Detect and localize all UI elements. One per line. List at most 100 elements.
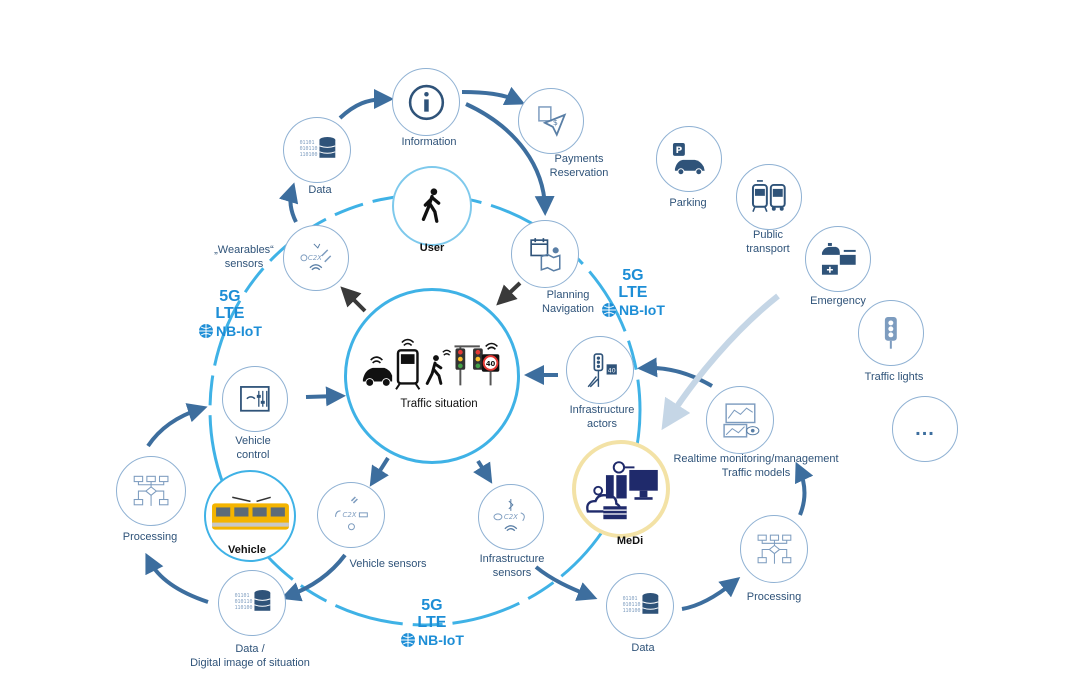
server-cloud-icon [585, 460, 658, 519]
svg-text:010110: 010110 [234, 599, 252, 605]
data-top-label: Data [308, 184, 332, 196]
data-top-node: 01101 010110 110100 [283, 117, 351, 183]
arrow-planning-to-situation [496, 281, 522, 306]
infrastructure-actors-node: 40 [566, 336, 634, 404]
payments-node: $ [518, 88, 584, 154]
realtime-monitoring-node [706, 386, 774, 454]
parking-node: P [656, 126, 722, 192]
user-node [392, 166, 472, 246]
wearables-label: „Wearables“sensors [214, 244, 274, 271]
processing-left-label: Processing [122, 531, 178, 543]
info-icon [408, 84, 444, 120]
globe-icon [401, 632, 415, 647]
5g-label: 5G [421, 597, 443, 614]
database-icon: 01101 010110 110100 [299, 137, 336, 158]
5g-label: 5G [219, 288, 241, 305]
arrow-information-to-planning [465, 102, 555, 216]
arrow-realtime-to-infrastructure-actors [637, 357, 714, 388]
svg-text:C2X: C2X [342, 511, 356, 519]
vehicle-label: Vehicle [228, 544, 266, 556]
globe-icon [199, 323, 213, 338]
arrow-processing-to-vehicle-control [146, 403, 208, 448]
nbiot-label: NB-IoT [198, 323, 262, 339]
arrow-processing-to-realtime [795, 461, 814, 516]
emergency-vehicles-icon [822, 243, 856, 275]
processing-right-label: Processing [746, 591, 802, 603]
svg-text:C2X: C2X [504, 513, 518, 521]
vehicle-sensors-node: C2X [317, 482, 385, 548]
arrow-vehicle-control-to-situation [305, 386, 346, 407]
monitoring-dashboard-icon [722, 402, 759, 438]
svg-text:01101: 01101 [234, 593, 249, 599]
information-label: Information [401, 136, 457, 148]
medi-node [572, 440, 670, 538]
wearables-node: C2X [283, 225, 349, 291]
network-badge-left: 5G LTE NB-IoT [198, 288, 262, 344]
traffic-signal-icon: 40 [587, 352, 617, 387]
medi-label: MeDi [616, 535, 644, 547]
data-bottom-left-label: Data /Digital image of situation [190, 643, 310, 670]
network-badge-right: 5G LTE NB-IoT [601, 267, 665, 323]
svg-text:01101: 01101 [299, 140, 314, 146]
control-panel-icon [240, 386, 270, 412]
traffic-light-icon [885, 317, 897, 349]
arrow-information-to-payments [461, 86, 526, 105]
parking-car-icon: P [673, 143, 705, 176]
flowchart-icon [757, 534, 791, 564]
svg-text:010110: 010110 [622, 602, 640, 608]
arrow-data-to-processing-right [681, 576, 741, 611]
arrow-situation-to-vehicle-sensors [369, 456, 390, 487]
svg-text:C2X: C2X [308, 254, 322, 262]
calendar-map-icon [529, 237, 561, 272]
data-bottom-left-node: 01101 010110 110100 [218, 570, 286, 636]
tram-icon [211, 497, 289, 531]
vehicle-sensor-icon: C2X [334, 496, 368, 531]
information-node [392, 68, 460, 136]
flowchart-icon [133, 475, 169, 506]
svg-text:110100: 110100 [234, 605, 252, 611]
arrow-infrastructure-sensors-to-data [534, 565, 598, 601]
parking-label: Parking [669, 197, 707, 209]
network-badge-bottom: 5G LTE NB-IoT [400, 597, 464, 653]
5g-label: 5G [622, 267, 644, 284]
traffic-situation-node: 40 [344, 288, 520, 464]
svg-text:40: 40 [486, 360, 496, 368]
infrastructure-sensors-node: C2X [478, 484, 544, 550]
processing-left-node [116, 456, 186, 526]
more-node: ... [892, 396, 958, 462]
globe-icon [602, 302, 616, 317]
svg-text:01101: 01101 [622, 596, 637, 602]
user-label: User [419, 242, 445, 254]
data-bottom-label: Data [631, 642, 655, 654]
public-transport-node [736, 164, 802, 230]
traffic-scene-icon: 40 [362, 338, 500, 390]
nbiot-label: NB-IoT [400, 632, 464, 648]
sensor-cluster-icon: C2X [300, 243, 332, 271]
arrow-data-to-processing-left [145, 552, 209, 604]
svg-text:110100: 110100 [299, 152, 317, 158]
traffic-situation-label: Traffic situation [400, 398, 478, 410]
nbiot-label: NB-IoT [601, 302, 665, 318]
more-ellipsis: ... [915, 417, 935, 440]
lte-label: LTE [417, 613, 447, 631]
vehicle-control-node [222, 366, 288, 432]
lte-label: LTE [618, 283, 648, 301]
svg-text:P: P [676, 146, 683, 156]
svg-text:110100: 110100 [622, 608, 640, 614]
arrow-external-to-medi [661, 293, 780, 431]
bus-tram-icon [752, 180, 786, 213]
arrow-vehicle-sensors-to-data [280, 553, 347, 602]
arrow-data-to-information [338, 89, 394, 120]
database-icon: 01101 010110 110100 [622, 593, 659, 614]
traffic-lights-label: Traffic lights [864, 371, 924, 383]
arrow-situation-to-infrastructure-sensors [473, 459, 493, 484]
processing-right-node [740, 515, 808, 583]
svg-text:40: 40 [607, 367, 615, 374]
